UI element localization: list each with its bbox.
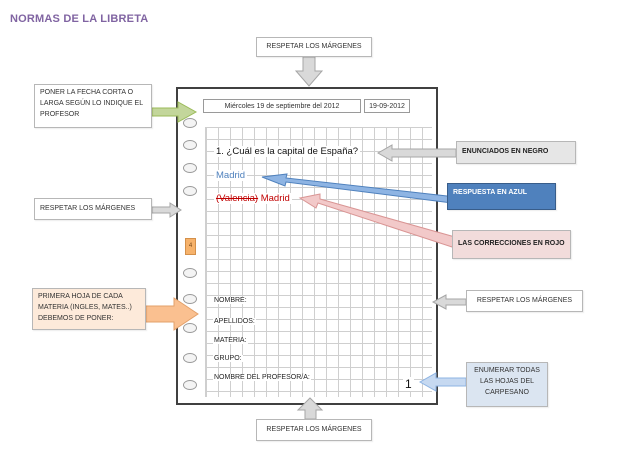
callout-right-margins: RESPETAR LOS MÁRGENES [466, 290, 583, 312]
arrow-up-bottom [298, 398, 322, 419]
callout-top-margins: RESPETAR LOS MÁRGENES [256, 37, 372, 57]
callout-numbering: ENUMERAR TODAS LAS HOJAS DEL CARPESANO [466, 362, 548, 407]
callout-date: PONER LA FECHA CORTA O LARGA SEGÚN LO IN… [34, 84, 152, 128]
callout-corrections: LAS CORRECCIONES EN ROJO [452, 230, 571, 259]
arrow-right-margin [433, 295, 466, 309]
callout-statements: ENUNCIADOS EN NEGRO [456, 141, 576, 164]
arrow-first-page [146, 298, 198, 330]
arrow-down-top [296, 57, 322, 86]
arrow-numbering [420, 373, 466, 391]
arrow-corrections [300, 194, 455, 247]
callout-bottom-margins: RESPETAR LOS MÁRGENES [256, 419, 372, 441]
arrow-date [152, 102, 196, 122]
arrow-answer [262, 174, 452, 203]
arrow-statements [378, 145, 456, 161]
callout-answer: RESPUESTA EN AZUL [447, 183, 556, 210]
callout-left-margins: RESPETAR LOS MÁRGENES [34, 198, 152, 220]
arrow-left-margin [152, 203, 181, 217]
callout-first-page: PRIMERA HOJA DE CADA MATERIA (INGLES, MA… [32, 288, 146, 330]
